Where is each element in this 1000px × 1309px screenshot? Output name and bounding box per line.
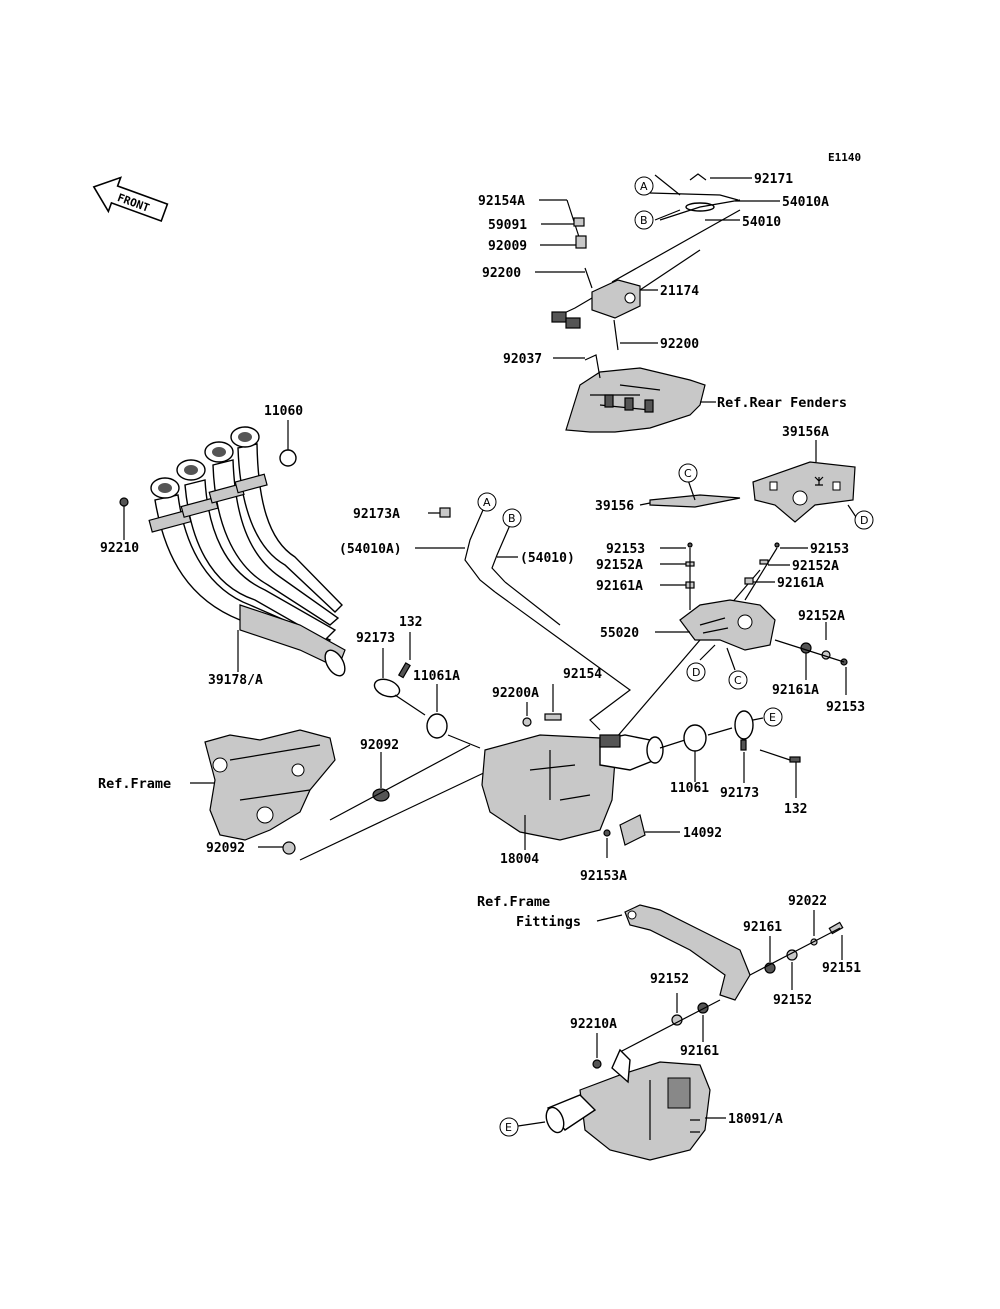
svg-text:A: A [483, 496, 491, 509]
callout-e-rear: E [763, 707, 783, 727]
callout-c-bracket: C [728, 670, 748, 690]
label-92161A-a: 92161A [596, 579, 643, 594]
svg-text:C: C [684, 467, 692, 480]
label-92022: 92022 [788, 894, 827, 909]
callout-e-silencer: E [499, 1117, 519, 1137]
label-92210: 92210 [100, 541, 139, 556]
callout-c-shield: C [678, 463, 698, 483]
label-54010A: 54010A [782, 195, 829, 210]
label-39156: 39156 [595, 499, 634, 514]
callout-b-mid: B [502, 508, 522, 528]
label-92154A: 92154A [478, 194, 525, 209]
diagram-code: E1140 [828, 151, 861, 164]
label-92173-top: 92173 [356, 631, 395, 646]
label-132-bot: 132 [784, 802, 807, 817]
label-11061: 11061 [670, 781, 709, 796]
label-92009: 92009 [488, 239, 527, 254]
label-92200-mid: 92200 [660, 337, 699, 352]
label-55020: 55020 [600, 626, 639, 641]
label-92173A: 92173A [353, 507, 400, 522]
top-leaders [535, 174, 780, 403]
label-92173-bot: 92173 [720, 786, 759, 801]
label-92037: 92037 [503, 352, 542, 367]
svg-text:A: A [640, 180, 648, 193]
label-92154: 92154 [563, 667, 602, 682]
silencer-18091 [517, 1048, 726, 1161]
clamp-gasket-rear [659, 710, 801, 798]
valve-cables [415, 507, 761, 746]
clamp-gasket-front [373, 632, 481, 749]
label-92161A-c: 92161A [772, 683, 819, 698]
label-92153-c: 92153 [826, 700, 865, 715]
label-18091A: 18091/A [728, 1112, 783, 1127]
exhaust-valve-actuator-assembly [551, 173, 741, 433]
label-54010-paren: (54010) [520, 551, 575, 566]
svg-text:B: B [640, 214, 648, 227]
label-ref-frame-fittings-line1: Ref.Frame [477, 894, 550, 910]
callout-b-top: B [634, 210, 654, 230]
label-18004: 18004 [500, 852, 539, 867]
label-92092-b: 92092 [206, 841, 245, 856]
svg-text:B: B [508, 512, 516, 525]
svg-text:C: C [734, 674, 742, 687]
label-ref-rear-fenders: Ref.Rear Fenders [717, 395, 847, 411]
label-92152A-c: 92152A [798, 609, 845, 624]
bracket-55020 [655, 542, 848, 695]
label-92161-b: 92161 [680, 1044, 719, 1059]
label-92171: 92171 [754, 172, 793, 187]
label-21174: 21174 [660, 284, 699, 299]
label-92092-a: 92092 [360, 738, 399, 753]
callout-a-top: A [634, 176, 654, 196]
label-92210A: 92210A [570, 1017, 617, 1032]
callout-d-bracket: D [686, 662, 706, 682]
label-92152A-a: 92152A [596, 558, 643, 573]
label-14092: 14092 [683, 826, 722, 841]
label-39156A: 39156A [782, 425, 829, 440]
label-54010: 54010 [742, 215, 781, 230]
label-11061A: 11061A [413, 669, 460, 684]
label-92200A: 92200A [492, 686, 539, 701]
label-ref-frame-fittings-line2: Fittings [516, 914, 581, 930]
label-59091: 59091 [488, 218, 527, 233]
label-39178A: 39178/A [208, 673, 263, 688]
label-132-top: 132 [399, 615, 422, 630]
front-arrow-icon: FRONT [92, 176, 169, 223]
label-92153-a: 92153 [606, 542, 645, 557]
label-92161A-b: 92161A [777, 576, 824, 591]
header-pipes [119, 420, 346, 677]
svg-text:D: D [692, 666, 700, 679]
label-92153-b: 92153 [810, 542, 849, 557]
label-92152-a: 92152 [650, 972, 689, 987]
pre-chamber-18004 [481, 684, 680, 858]
heat-shields [639, 440, 857, 523]
svg-text:E: E [769, 711, 776, 724]
label-92151: 92151 [822, 961, 861, 976]
label-92153A: 92153A [580, 869, 627, 884]
callout-d-shield: D [854, 510, 874, 530]
label-92200-top: 92200 [482, 266, 521, 281]
label-54010A-paren: (54010A) [339, 542, 402, 557]
callout-a-mid: A [477, 492, 497, 512]
svg-text:D: D [860, 514, 868, 527]
label-92152-b: 92152 [773, 993, 812, 1008]
label-11060: 11060 [264, 404, 303, 419]
label-92152A-b: 92152A [792, 559, 839, 574]
label-92161-a: 92161 [743, 920, 782, 935]
svg-text:E: E [505, 1121, 512, 1134]
label-ref-frame: Ref.Frame [98, 776, 171, 792]
frame-section [190, 729, 491, 861]
silencer-hanger-bracket [592, 904, 844, 1069]
